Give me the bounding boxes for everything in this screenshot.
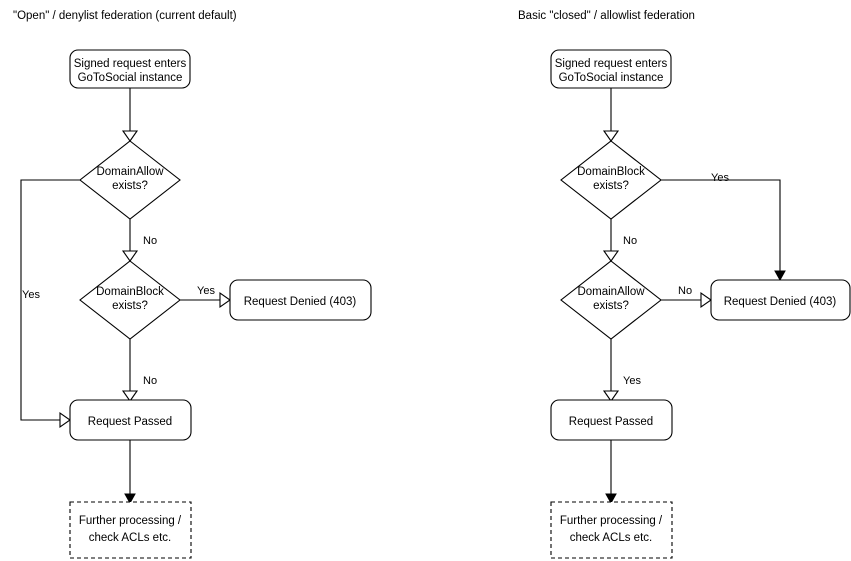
right-arrowhead-entry-to-domainblock: [602, 130, 620, 142]
right-decision-domainallow-label-line2: exists?: [593, 300, 629, 312]
right-entry-node-label-line2: GoToSocial instance: [559, 72, 664, 84]
right-column-title: Basic "closed" / allowlist federation: [518, 10, 695, 22]
left-arrowhead-domainallow-no: [121, 250, 139, 262]
right-arrowhead-domainblock-no: [602, 250, 620, 262]
left-request-denied-node[interactable]: [229, 279, 372, 321]
right-edge-label-domainallow-yes: Yes: [623, 375, 641, 387]
right-edge-domainblock-yes: [661, 179, 781, 272]
left-edge-label-domainblock-no: No: [143, 375, 157, 387]
right-edge-label-domainblock-no: No: [623, 235, 637, 247]
left-decision-domainblock-label-line1: DomainBlock: [96, 286, 164, 298]
left-arrowhead-domainblock-yes: [219, 291, 231, 309]
right-decision-domainblock-label-line2: exists?: [593, 180, 629, 192]
right-further-processing-node[interactable]: [550, 501, 673, 559]
left-request-denied-label: Request Denied (403): [244, 296, 357, 308]
left-edge-label-domainallow-no: No: [143, 235, 157, 247]
left-decision-domainallow-label-line1: DomainAllow: [96, 166, 164, 178]
left-arrowhead-passed-to-further: [124, 493, 136, 505]
right-request-denied-node[interactable]: [710, 279, 851, 321]
right-further-processing-label-line1: Further processing /: [560, 515, 663, 527]
left-request-passed-label: Request Passed: [88, 416, 172, 428]
right-decision-domainblock-label-line1: DomainBlock: [577, 166, 645, 178]
right-arrowhead-domainblock-yes: [774, 270, 786, 282]
left-entry-node-label-line1: Signed request enters: [74, 58, 187, 70]
left-further-processing-node[interactable]: [69, 501, 192, 559]
left-decision-domainblock-label-line2: exists?: [112, 300, 148, 312]
right-arrowhead-passed-to-further: [605, 493, 617, 505]
right-arrowhead-domainallow-no: [700, 291, 712, 309]
left-arrowhead-domainallow-yes: [59, 411, 71, 429]
left-further-processing-label-line2: check ACLs etc.: [89, 532, 171, 544]
left-further-processing-label-line1: Further processing /: [79, 515, 182, 527]
right-further-processing-label-line2: check ACLs etc.: [570, 532, 652, 544]
left-arrowhead-entry-to-domainallow: [121, 130, 139, 142]
left-edge-label-domainblock-yes: Yes: [197, 285, 215, 297]
right-entry-node-label-line1: Signed request enters: [555, 58, 668, 70]
left-decision-domainallow-label-line2: exists?: [112, 180, 148, 192]
left-column-title: "Open" / denylist federation (current de…: [13, 10, 237, 22]
right-decision-domainallow-label-line1: DomainAllow: [577, 286, 645, 298]
left-edge-label-domainallow-yes: Yes: [22, 289, 40, 301]
right-arrowhead-domainallow-yes: [602, 390, 620, 402]
right-request-denied-label: Request Denied (403): [724, 296, 837, 308]
left-arrowhead-domainblock-no: [121, 390, 139, 402]
right-edge-label-domainblock-yes: Yes: [711, 172, 729, 184]
left-edge-domainallow-yes: [20, 179, 80, 421]
right-request-passed-label: Request Passed: [569, 416, 653, 428]
left-entry-node-label-line2: GoToSocial instance: [78, 72, 183, 84]
right-edge-label-domainallow-no: No: [678, 285, 692, 297]
